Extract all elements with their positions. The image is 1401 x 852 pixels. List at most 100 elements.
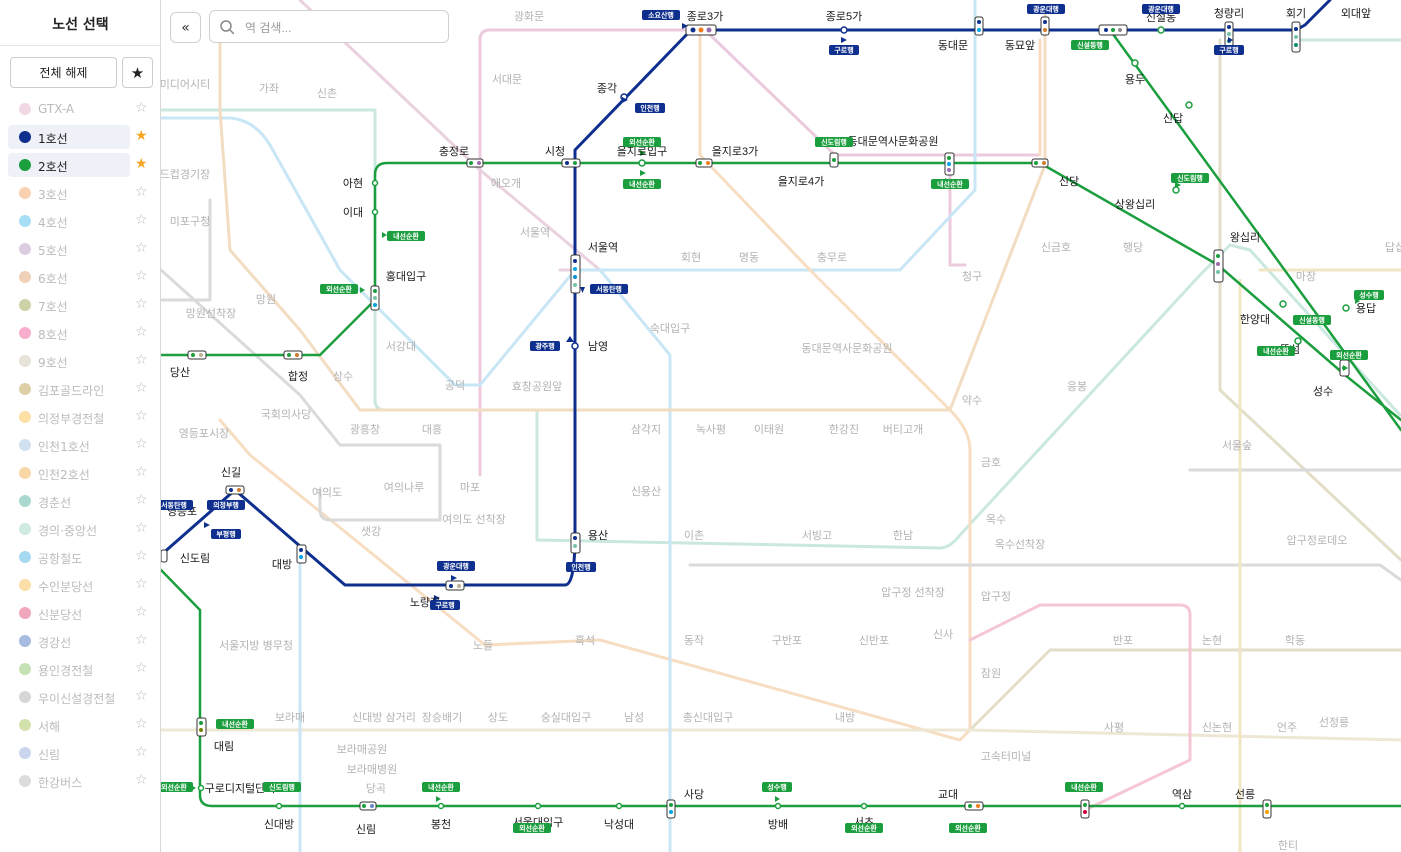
station-marker[interactable] xyxy=(974,16,984,36)
favorite-star-icon[interactable]: ☆ xyxy=(135,100,148,116)
line-item[interactable]: 용인경전철☆ xyxy=(8,655,158,683)
favorite-star-icon[interactable]: ★ xyxy=(135,128,148,144)
station-label[interactable]: 상수 xyxy=(333,370,353,383)
station-label[interactable]: 흑석 xyxy=(575,633,595,647)
station-label[interactable]: 여의도 선착장 xyxy=(442,513,506,526)
line-item[interactable]: 8호선☆ xyxy=(8,319,158,347)
station-label[interactable]: 서울지방 병무청 xyxy=(219,639,293,652)
station-label[interactable]: 응봉 xyxy=(1067,380,1087,393)
station-label[interactable]: 한티 xyxy=(1278,839,1298,852)
station-label[interactable]: 상왕십리 xyxy=(1115,198,1155,211)
station-label[interactable]: 신반포 xyxy=(859,634,889,647)
favorite-star-icon[interactable]: ★ xyxy=(135,156,148,172)
station-marker[interactable] xyxy=(161,549,168,563)
station-marker[interactable] xyxy=(571,342,579,350)
station-label[interactable]: 종로3가 xyxy=(687,10,723,23)
station-marker[interactable] xyxy=(1224,21,1234,47)
station-label[interactable]: 한남 xyxy=(893,529,913,542)
line-item[interactable]: 5호선☆ xyxy=(8,235,158,263)
station-marker[interactable] xyxy=(196,717,207,737)
station-marker[interactable] xyxy=(1291,21,1301,53)
station-label[interactable]: 행당 xyxy=(1123,241,1143,254)
station-marker[interactable] xyxy=(275,802,283,810)
station-label[interactable]: 숭실대입구 xyxy=(541,711,592,724)
station-marker[interactable] xyxy=(561,158,581,168)
favorite-star-icon[interactable]: ☆ xyxy=(135,380,148,396)
station-marker[interactable] xyxy=(829,152,839,168)
station-label[interactable]: 동대문역사문화공원 xyxy=(801,342,892,355)
station-label[interactable]: 옥수선착장 xyxy=(995,538,1046,551)
station-label[interactable]: 신논현 xyxy=(1202,721,1232,734)
station-label[interactable]: 영등포시장 xyxy=(179,427,230,440)
station-label[interactable]: 애오개 xyxy=(491,177,521,190)
station-label[interactable]: 을지로3가 xyxy=(712,145,759,158)
station-label[interactable]: 신당 xyxy=(1059,175,1079,188)
station-label[interactable]: 선정릉 xyxy=(1319,716,1349,729)
favorite-star-icon[interactable]: ☆ xyxy=(135,352,148,368)
station-label[interactable]: 아현 xyxy=(343,177,363,190)
station-marker[interactable] xyxy=(840,26,848,34)
line-item[interactable]: 공항철도☆ xyxy=(8,543,158,571)
station-search[interactable] xyxy=(209,10,449,43)
station-label[interactable]: 충정로 xyxy=(439,145,469,158)
station-label[interactable]: 공덕 xyxy=(445,379,465,392)
station-label[interactable]: 동대문 xyxy=(938,39,968,52)
favorite-star-icon[interactable]: ☆ xyxy=(135,660,148,676)
station-label[interactable]: 낙성대 xyxy=(604,818,634,831)
station-marker[interactable] xyxy=(371,179,379,187)
station-label[interactable]: 시청 xyxy=(545,145,565,158)
station-label[interactable]: 서울역 xyxy=(520,226,550,239)
station-label[interactable]: 미포구청 xyxy=(170,215,210,228)
station-label[interactable]: 을지로입구 xyxy=(617,145,668,158)
favorite-star-icon[interactable]: ☆ xyxy=(135,436,148,452)
station-marker[interactable] xyxy=(944,152,955,176)
station-marker[interactable] xyxy=(437,802,445,810)
station-label[interactable]: 상도 xyxy=(488,711,508,724)
station-label[interactable]: 서대문 xyxy=(492,73,522,86)
line-item[interactable]: 인천1호선☆ xyxy=(8,431,158,459)
station-label[interactable]: 을지로4가 xyxy=(778,175,825,188)
line-item[interactable]: 1호선★ xyxy=(8,123,158,151)
station-label[interactable]: 이태원 xyxy=(754,423,784,436)
station-label[interactable]: 신도림 xyxy=(180,552,210,565)
line-item[interactable]: 김포골드라인☆ xyxy=(8,375,158,403)
station-label[interactable]: 동대문역사문화공원 xyxy=(847,135,938,148)
station-marker[interactable] xyxy=(1213,249,1224,283)
station-label[interactable]: 신답 xyxy=(1163,112,1183,125)
favorite-star-icon[interactable]: ☆ xyxy=(135,744,148,760)
favorite-star-icon[interactable]: ☆ xyxy=(135,324,148,340)
station-label[interactable]: 답십 xyxy=(1385,241,1401,254)
station-label[interactable]: 이대 xyxy=(343,206,363,219)
favorite-star-icon[interactable]: ☆ xyxy=(135,604,148,620)
station-label[interactable]: 이촌 xyxy=(684,529,704,542)
station-marker[interactable] xyxy=(371,208,379,216)
line-item[interactable]: 인천2호선☆ xyxy=(8,459,158,487)
line-item[interactable]: 수인분당선☆ xyxy=(8,571,158,599)
station-label[interactable]: 방배 xyxy=(768,818,788,831)
station-label[interactable]: 약수 xyxy=(962,393,982,407)
clear-all-button[interactable]: 전체 해제 xyxy=(10,57,117,88)
station-marker[interactable] xyxy=(1031,158,1049,168)
line-item[interactable]: 3호선☆ xyxy=(8,179,158,207)
station-label[interactable]: 충무로 xyxy=(817,251,847,264)
station-label[interactable]: 용두 xyxy=(1125,73,1145,86)
station-marker[interactable] xyxy=(860,802,868,810)
station-marker[interactable] xyxy=(1157,26,1165,34)
station-label[interactable]: 회기 xyxy=(1286,7,1306,20)
favorite-star-icon[interactable]: ☆ xyxy=(135,240,148,256)
station-marker[interactable] xyxy=(283,350,303,360)
station-label[interactable]: 성수 xyxy=(1313,385,1333,398)
station-marker[interactable] xyxy=(1172,186,1180,194)
line-item[interactable]: 2호선★ xyxy=(8,151,158,179)
favorite-star-icon[interactable]: ☆ xyxy=(135,212,148,228)
station-label[interactable]: 압구정 선착장 xyxy=(881,586,945,599)
station-label[interactable]: 학동 xyxy=(1285,634,1305,647)
line-item[interactable]: GTX-A☆ xyxy=(8,95,158,123)
station-marker[interactable] xyxy=(1185,101,1193,109)
collapse-sidebar-button[interactable]: « xyxy=(170,12,201,43)
favorite-star-icon[interactable]: ☆ xyxy=(135,408,148,424)
station-label[interactable]: 광흥창 xyxy=(350,422,380,436)
station-label[interactable]: 회현 xyxy=(681,251,701,264)
station-label[interactable]: 용답 xyxy=(1356,302,1376,315)
line-item[interactable]: 경춘선☆ xyxy=(8,487,158,515)
